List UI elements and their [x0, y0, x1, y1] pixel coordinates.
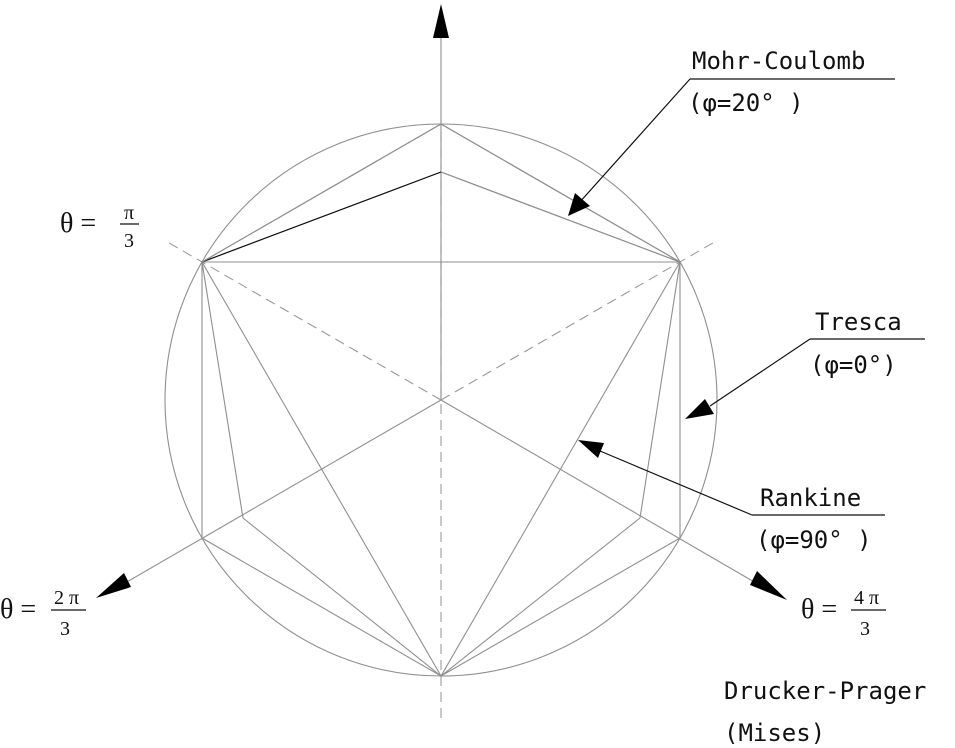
theta-pi-over-3-denominator: 3 — [124, 230, 134, 252]
vertical-axis-arrowhead — [433, 4, 449, 38]
rankine-callout-arrowhead — [578, 440, 604, 458]
mohr-coulomb-angle-label: (φ=20° ) — [688, 89, 804, 117]
mohr-coulomb-top-left-edge — [201, 171, 442, 263]
tresca-callout-leader — [709, 338, 811, 407]
rankine-callout-leader — [599, 450, 753, 516]
theta-two-pi-over-3-denominator: 3 — [60, 618, 70, 640]
callouts-group — [568, 78, 925, 516]
four-pi-axis-line — [440, 399, 757, 584]
theta-four-pi-over-3-prefix: θ = — [801, 594, 837, 625]
mohr-coulomb-top-right-edge — [440, 171, 681, 263]
theta-four-pi-over-3-denominator: 3 — [860, 618, 870, 640]
tresca-top-right-edge-emphasis — [440, 123, 681, 263]
four-pi-axis-arrowhead — [750, 571, 787, 600]
text-group: Mohr-Coulomb (φ=20° ) Tresca (φ=0°) Rank… — [0, 47, 926, 747]
rankine-triangle — [201, 261, 681, 678]
surfaces-group — [164, 123, 718, 678]
axes-group — [96, 4, 787, 718]
mohr-coulomb-callout-leader — [578, 78, 691, 204]
theta-two-pi-over-3-numerator: 2 π — [54, 587, 79, 609]
rankine-label: Rankine — [760, 484, 861, 512]
two-pi-axis-arrowhead — [96, 573, 131, 598]
two-pi-axis-line — [124, 399, 442, 584]
rankine-angle-label: (φ=90° ) — [756, 526, 872, 554]
tresca-callout-arrowhead — [685, 399, 714, 419]
mohr-coulomb-label: Mohr-Coulomb — [692, 47, 865, 75]
upper-right-dashed-axis — [440, 239, 719, 401]
theta-pi-over-3-numerator: π — [124, 202, 134, 224]
pi-over-3-dashed-axis — [163, 239, 442, 401]
tresca-angle-label: (φ=0°) — [810, 351, 897, 379]
tresca-label: Tresca — [815, 308, 902, 336]
mohr-coulomb-callout-arrowhead — [568, 193, 590, 216]
tresca-top-left-edge-emphasis — [201, 123, 442, 263]
theta-four-pi-over-3-numerator: 4 π — [854, 587, 879, 609]
theta-pi-over-3-prefix: θ = — [60, 208, 96, 239]
drucker-prager-label: Drucker-Prager — [724, 677, 926, 705]
theta-two-pi-over-3-prefix: θ = — [0, 594, 36, 625]
drucker-prager-subtitle: (Mises) — [724, 719, 825, 747]
